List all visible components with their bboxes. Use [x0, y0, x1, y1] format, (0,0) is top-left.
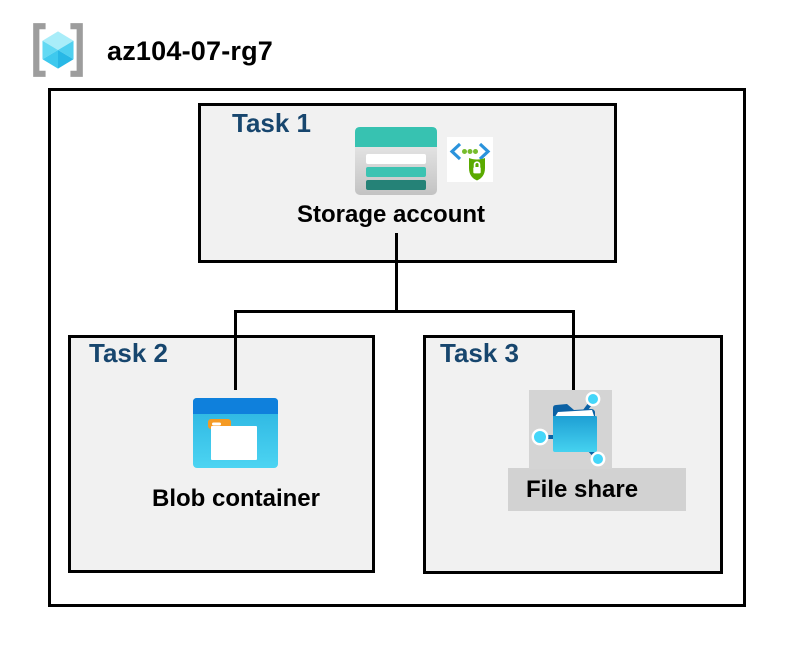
file-share-label: File share: [526, 476, 639, 503]
blob-container-icon: [193, 398, 278, 468]
secure-access-icon: [447, 137, 493, 182]
connector-branch: [234, 310, 575, 313]
storage-account-label: Storage account: [296, 201, 486, 228]
file-share-icon: [529, 390, 612, 469]
resource-group-icon: [33, 23, 83, 77]
connector-storage-stem: [395, 233, 398, 312]
task1-label: Task 1: [232, 108, 312, 138]
blob-container-label: Blob container: [151, 485, 320, 512]
connector-to-fileshare: [572, 313, 575, 391]
storage-account-icon: [355, 127, 437, 195]
connector-to-blob: [234, 313, 237, 390]
task2-label: Task 2: [89, 338, 169, 368]
task3-label: Task 3: [440, 338, 520, 368]
resource-group-name: az104-07-rg7: [107, 36, 273, 66]
file-share-label-strip: [508, 468, 686, 511]
